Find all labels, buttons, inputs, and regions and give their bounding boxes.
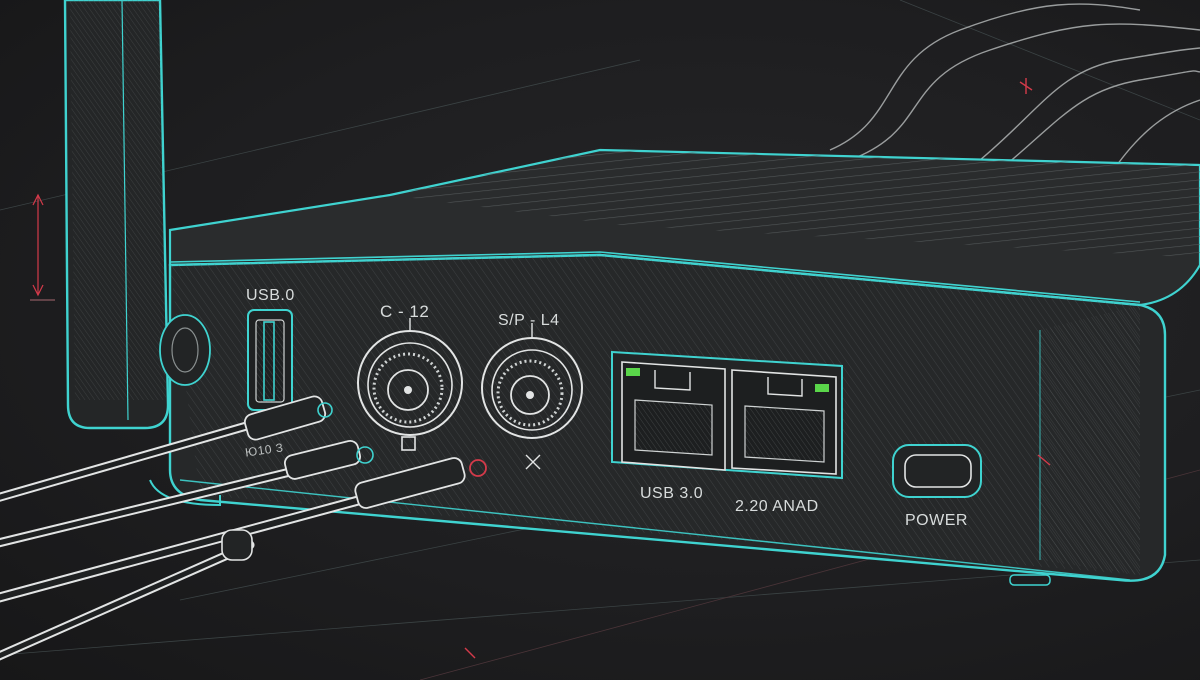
power-button-icon	[892, 444, 982, 498]
dimension-arrow-icon	[30, 193, 55, 301]
red-construction-marks	[464, 78, 1051, 659]
router-top	[168, 148, 1200, 307]
coax-connector-left-icon	[357, 318, 463, 451]
ethernet-port-right-icon	[731, 369, 837, 475]
ethernet-right-label: 2.20 ANAD	[735, 498, 819, 515]
usb-port-icon	[247, 309, 293, 411]
led-left	[626, 368, 640, 376]
ethernet-port-left-icon	[621, 361, 726, 471]
antenna-icon	[63, 0, 211, 430]
ethernet-left-label: USB 3.0	[640, 485, 704, 502]
power-label: POWER	[905, 512, 968, 529]
background-cables	[829, 3, 1200, 176]
usb-top-label: USB.0	[246, 287, 295, 304]
coax-connector-right-icon	[481, 323, 583, 470]
coax-left-label: C - 12	[380, 302, 430, 321]
coax-right-label: S/P - L4	[498, 312, 560, 329]
led-right	[815, 384, 829, 392]
cables-icon	[0, 395, 487, 661]
